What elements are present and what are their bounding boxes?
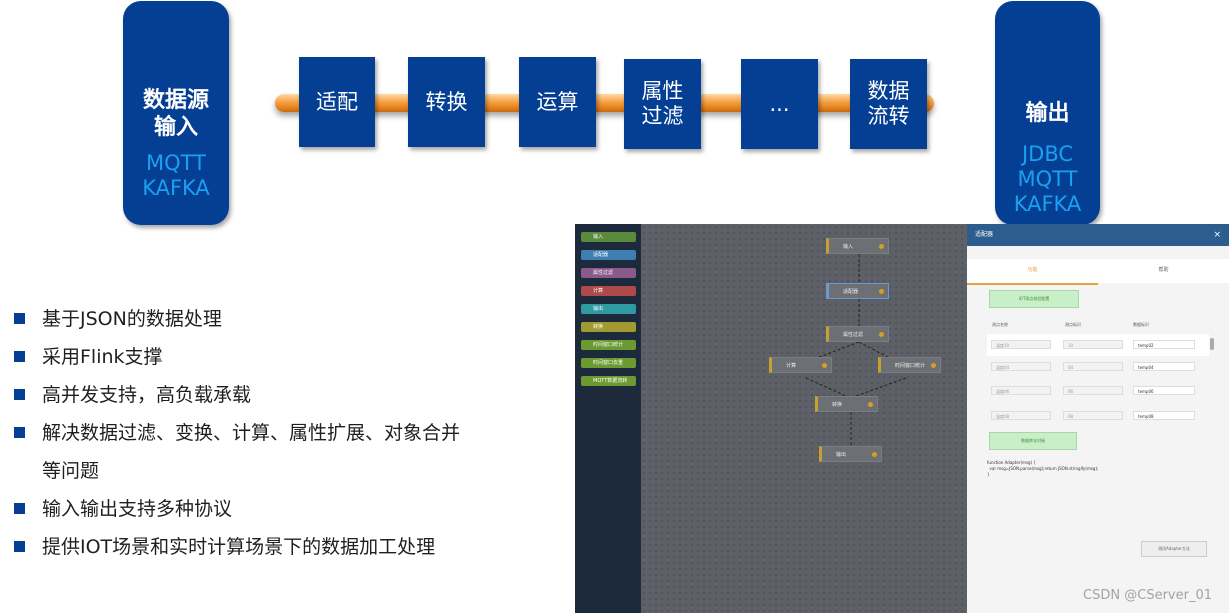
table-row: 温度08 08 temp08 [987,406,1209,428]
feature-item: 解决数据过滤、变换、计算、属性扩展、对象合并 等问题 [14,414,534,490]
feature-item: 输入输出支持多种协议 [14,490,534,528]
feature-item: 提供IOT场景和实时计算场景下的数据加工处理 [14,528,534,566]
adapter-config-panel: 适配器 × 功能 帮助 IOT测点校验配置 测点名称 测点标识 数据标识 温度1… [967,224,1229,613]
palette-item-compute[interactable]: 计算 [581,286,636,296]
flow-node-transform[interactable]: 转换 [815,396,878,412]
point-name-field[interactable]: 温度06 [991,386,1051,395]
panel-tabs: 功能 帮助 [967,259,1229,285]
palette-item-input[interactable]: 输入 [581,232,636,242]
output-title: 输出 [1025,101,1070,126]
bullet-square-icon [14,503,25,514]
source-title: 数据源 输入 [142,88,209,140]
table-scrollbar[interactable] [1210,338,1214,350]
flow-editor-screenshot: 输入 适配器 属性过滤 计算 输出 转换 时间窗口统计 时间窗口去重 MQTT数… [575,224,1229,613]
bullet-square-icon [14,389,25,400]
data-id-field[interactable]: temp08 [1133,411,1195,420]
table-row: 温度10 10 temp02 [987,334,1209,356]
source-input-box: 数据源 输入 MQTT KAFKA [123,1,229,225]
feature-list: 基于JSON的数据处理 采用Flink支撑 高并发支持，高负载承载 解决数据过滤… [14,300,534,566]
source-protocols: MQTT KAFKA [142,151,210,200]
data-id-field[interactable]: temp06 [1133,386,1195,395]
palette-item-adapter[interactable]: 适配器 [581,250,636,260]
data-id-field[interactable]: temp02 [1133,340,1195,349]
bullet-square-icon [14,541,25,552]
close-icon[interactable]: × [1213,230,1221,240]
tab-help[interactable]: 帮助 [1158,267,1169,273]
iot-config-button[interactable]: IOT测点校验配置 [989,290,1079,308]
code-text: function Adapter(msg) { var msg=JSON.par… [987,460,1099,477]
output-protocols: JDBC MQTT KAFKA [1013,142,1082,216]
palette-item-transform[interactable]: 转换 [581,322,636,332]
adapter-code-editor[interactable]: function Adapter(msg) { var msg=JSON.par… [987,460,1209,538]
point-name-field[interactable]: 温度04 [991,362,1051,371]
point-name-field[interactable]: 温度08 [991,411,1051,420]
flow-node-input[interactable]: 输入 [826,238,889,254]
flow-canvas[interactable]: 输入 适配器 属性过滤 计算 时间窗口统计 转换 输出 [641,224,967,613]
bullet-square-icon [14,427,25,438]
feature-item: 高并发支持，高负载承载 [14,376,534,414]
step-attribute-filter: 属性 过滤 [624,59,701,149]
bullet-square-icon [14,351,25,362]
feature-item: 基于JSON的数据处理 [14,300,534,338]
column-header-data: 数据标识 [1133,322,1149,327]
point-id-field[interactable]: 06 [1063,386,1123,395]
step-compute: 运算 [519,57,596,147]
flow-node-output[interactable]: 输出 [819,446,882,462]
node-palette: 输入 适配器 属性过滤 计算 输出 转换 时间窗口统计 时间窗口去重 MQTT数… [575,224,641,613]
point-id-field[interactable]: 04 [1063,362,1123,371]
palette-item-window-stats[interactable]: 时间窗口统计 [581,340,636,350]
palette-item-output[interactable]: 输出 [581,304,636,314]
panel-title: 适配器 [975,231,994,238]
point-id-field[interactable]: 08 [1063,411,1123,420]
column-header-id: 测点标识 [1065,322,1081,327]
test-adapter-button[interactable]: 测试Adapter方法 [1141,541,1207,557]
feature-item: 采用Flink支撑 [14,338,534,376]
flow-connections [800,254,907,446]
panel-header: 适配器 × [967,224,1229,246]
tab-function[interactable]: 功能 [967,259,1098,285]
flow-node-adapter[interactable]: 适配器 [826,283,889,299]
step-transform: 转换 [408,57,485,147]
palette-item-mqtt-flow[interactable]: MQTT数据流转 [581,376,636,386]
flow-node-filter[interactable]: 属性过滤 [826,326,889,342]
point-name-field[interactable]: 温度10 [991,340,1051,349]
step-adapt: 适配 [299,57,375,147]
palette-item-filter[interactable]: 属性过滤 [581,268,636,278]
flow-node-compute[interactable]: 计算 [769,357,832,373]
data-id-field[interactable]: temp04 [1133,362,1195,371]
bullet-square-icon [14,313,25,324]
step-data-flow: 数据 流转 [850,59,927,149]
flow-node-window-stats[interactable]: 时间窗口统计 [878,357,941,373]
table-row: 温度04 04 temp04 [987,356,1209,378]
step-ellipsis: ... [741,59,818,149]
watermark: CSDN @CServer_01 [1083,588,1212,603]
column-header-name: 测点名称 [992,322,1008,327]
point-id-field[interactable]: 10 [1063,340,1123,349]
table-row: 温度06 06 temp06 [987,380,1209,402]
data-convert-button[interactable]: 数据转化对接 [989,432,1077,450]
output-box: 输出 JDBC MQTT KAFKA [995,1,1100,225]
palette-item-window-dedup[interactable]: 时间窗口去重 [581,358,636,368]
